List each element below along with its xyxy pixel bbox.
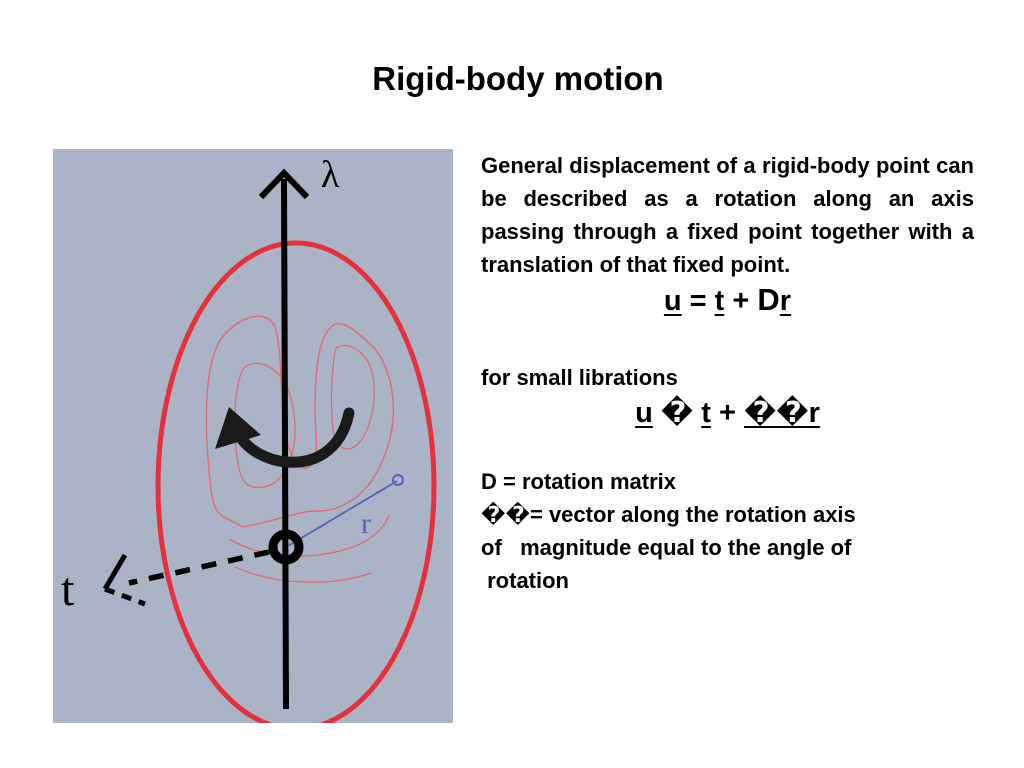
description-paragraph: General displacement of a rigid-body poi… xyxy=(481,153,974,277)
equation-displacement: u = t + Dr xyxy=(481,282,974,319)
fixed-point-marker xyxy=(268,529,304,565)
body-outline-bottom xyxy=(234,566,372,583)
eq2-u: u xyxy=(635,397,653,429)
definition-lambda-end: rotation xyxy=(481,568,569,593)
body-outline-inner-right xyxy=(330,345,375,450)
eq1-t: t xyxy=(714,285,725,317)
rotation-arrow-head xyxy=(215,407,261,449)
eq1-r: r xyxy=(779,285,792,317)
r-vector-endpoint xyxy=(392,474,404,486)
slide-text: General displacement of a rigid-body poi… xyxy=(481,149,974,597)
rigid-body-ellipse xyxy=(155,240,437,723)
figure-drawing: λ t r xyxy=(61,154,437,723)
axis-lambda-label: λ xyxy=(321,154,340,196)
t-vector-line xyxy=(128,549,270,586)
r-vector-line xyxy=(287,480,398,547)
eq2-t: t xyxy=(701,397,711,429)
rotation-axis-arrowhead xyxy=(258,168,310,200)
rotation-axis-line xyxy=(281,178,289,710)
eq1-plus: + xyxy=(724,285,758,317)
definition-D: D = rotation matrix xyxy=(481,469,676,494)
small-librations-label: for small librations xyxy=(481,365,678,390)
eq1-u: u xyxy=(663,285,682,317)
eq2-r: r xyxy=(808,397,820,429)
eq1-equals: = xyxy=(681,285,715,317)
eq1-D: D xyxy=(757,282,780,317)
equation-small-librations: u � t + ��r xyxy=(481,395,974,431)
t-vector-arrow-upper xyxy=(102,553,128,591)
definition-lambda: ��= vector along the rotation axis xyxy=(481,502,856,527)
rotation-arrow-arc xyxy=(231,407,355,468)
eq2-plus: + xyxy=(710,397,744,429)
eq2-lambda: �� xyxy=(743,397,809,429)
eq2-approx: � xyxy=(652,397,702,429)
r-vector-label: r xyxy=(361,507,371,540)
definition-lambda-cont: of magnitude equal to the angle of xyxy=(481,535,852,560)
rigid-body-figure: λ t r xyxy=(53,149,453,723)
slide-title: Rigid-body motion xyxy=(372,60,664,97)
t-vector-arrow-lower xyxy=(104,586,146,607)
t-vector-label: t xyxy=(61,563,75,616)
body-outline-lower xyxy=(228,514,390,557)
